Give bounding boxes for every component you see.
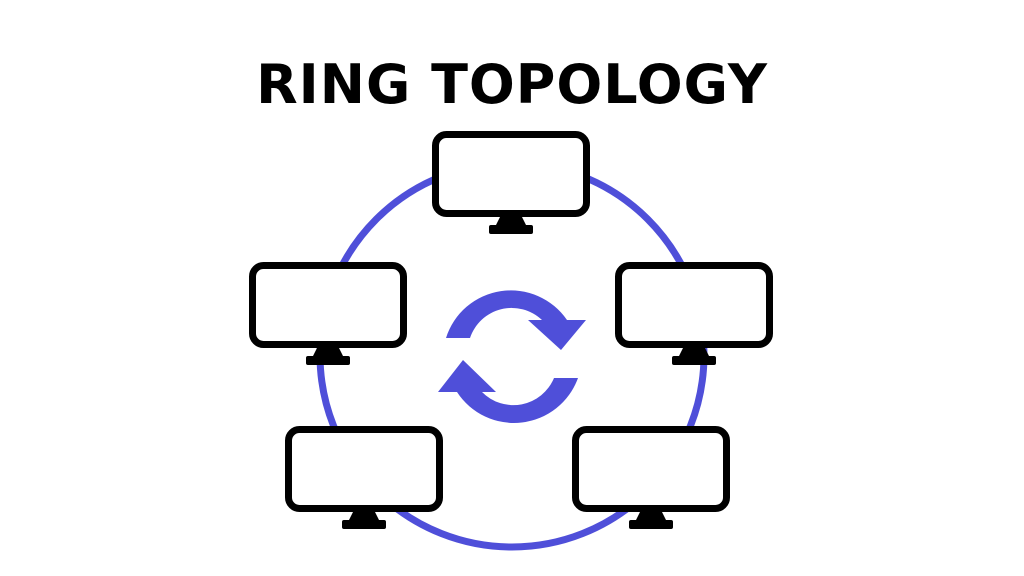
monitor-icon bbox=[249, 262, 407, 348]
monitor-node-bottom-left bbox=[285, 426, 443, 529]
monitor-stand-base bbox=[489, 225, 533, 234]
power-indicator bbox=[390, 335, 396, 341]
monitor-icon bbox=[572, 426, 730, 512]
monitor-stand-neck bbox=[348, 510, 380, 522]
monitor-icon bbox=[615, 262, 773, 348]
monitor-node-bottom-right bbox=[572, 426, 730, 529]
monitor-node-top bbox=[432, 131, 590, 234]
power-indicator bbox=[573, 204, 579, 210]
monitor-icon bbox=[285, 426, 443, 512]
monitor-icon bbox=[432, 131, 590, 217]
monitor-stand-base bbox=[342, 520, 386, 529]
monitor-stand-base bbox=[629, 520, 673, 529]
monitor-stand-neck bbox=[495, 215, 527, 227]
cycle-arc-bottom bbox=[438, 360, 578, 423]
monitor-stand-neck bbox=[635, 510, 667, 522]
cycle-arc-top bbox=[446, 290, 586, 350]
page-title: RING TOPOLOGY bbox=[256, 53, 768, 116]
monitor-stand-neck bbox=[312, 346, 344, 358]
monitor-node-left bbox=[249, 262, 407, 365]
power-indicator bbox=[426, 499, 432, 505]
monitor-stand-base bbox=[672, 356, 716, 365]
power-indicator bbox=[756, 335, 762, 341]
refresh-cycle-icon bbox=[438, 290, 586, 423]
monitor-node-right bbox=[615, 262, 773, 365]
monitor-stand-base bbox=[306, 356, 350, 365]
power-indicator bbox=[713, 499, 719, 505]
monitor-stand-neck bbox=[678, 346, 710, 358]
